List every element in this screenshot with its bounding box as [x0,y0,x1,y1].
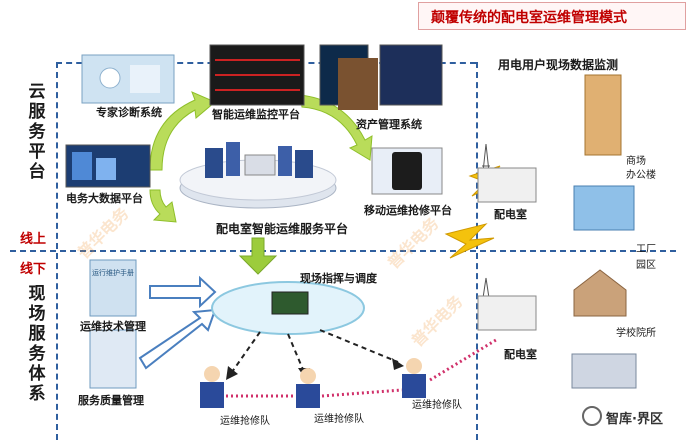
logo-text: 智库·界区 [606,412,663,427]
bigdata-label: 电务大数据平台 [66,192,143,205]
team-figures [200,358,426,408]
room2-label: 配电室 [504,348,537,361]
logo-icon [582,406,602,426]
team1-label: 运维抢修队 [220,416,270,427]
dispatch-arrows [231,329,399,373]
mall-building [584,74,622,156]
asset-thumb [338,58,378,110]
hollow-arrow-2 [138,308,217,370]
team2-label: 运维抢修队 [314,414,364,425]
field-char: 体 [28,364,46,384]
arrow-left-down [149,189,177,223]
field-char: 场 [28,304,46,324]
field-char: 现 [28,284,46,304]
cloud-char: 云 [28,82,46,102]
center-platform-label: 配电室智能运维服务平台 [216,222,349,236]
field-char: 系 [28,384,46,404]
title-box [418,2,686,30]
team-links [226,338,497,398]
substation-2 [477,295,537,331]
tech-manual-thumb [89,259,137,317]
down-arrow [238,237,278,275]
quality-label: 服务质量管理 [78,394,144,407]
asset-thumb-screen [379,44,443,106]
asset-label: 资产管理系统 [356,118,422,131]
field-char: 服 [28,324,46,344]
online-offline-divider [10,250,676,252]
room1-label: 配电室 [494,208,527,221]
quality-manual-thumb [89,329,137,389]
cloud-char: 平 [28,142,46,162]
page-title: 颠覆传统的配电室运维管理模式 [431,10,627,26]
hollow-arrow-1 [149,275,217,309]
cloud-char: 服 [28,102,46,122]
offline-label: 线下 [20,262,47,277]
expert-label: 专家诊断系统 [96,106,162,119]
online-label: 线上 [20,232,47,247]
school-building [573,269,627,317]
mobile-label: 移动运维抢修平台 [364,204,452,217]
mall-label-1: 商场 [626,156,646,167]
cloud-platform-label: 云 服 务 平 台 [26,82,48,182]
field-service-label: 现 场 服 务 体 系 [26,284,48,404]
team3-label: 运维抢修队 [412,400,462,411]
factory-label-2: 园区 [636,260,656,271]
expert-thumb [81,54,175,104]
residential-building [571,353,637,389]
substation-1 [477,167,537,203]
factory-label-1: 工厂 [636,244,656,255]
mall-label-2: 办公楼 [626,170,656,181]
cloud-char: 务 [28,122,46,142]
dispatch-label: 现场指挥与调度 [300,272,377,285]
manual-title: 运行维护手册 [92,269,134,277]
monitor-label: 智能运维监控平台 [212,108,300,121]
tech-label: 运维技术管理 [80,320,146,333]
factory-building [573,185,635,231]
server-cluster [205,142,313,178]
field-char: 务 [28,344,46,364]
cycle-arrows [149,91,373,223]
right-panel-title: 用电用户现场数据监测 [498,58,619,72]
school-label: 学校院所 [616,328,656,339]
cloud-char: 台 [28,162,46,182]
